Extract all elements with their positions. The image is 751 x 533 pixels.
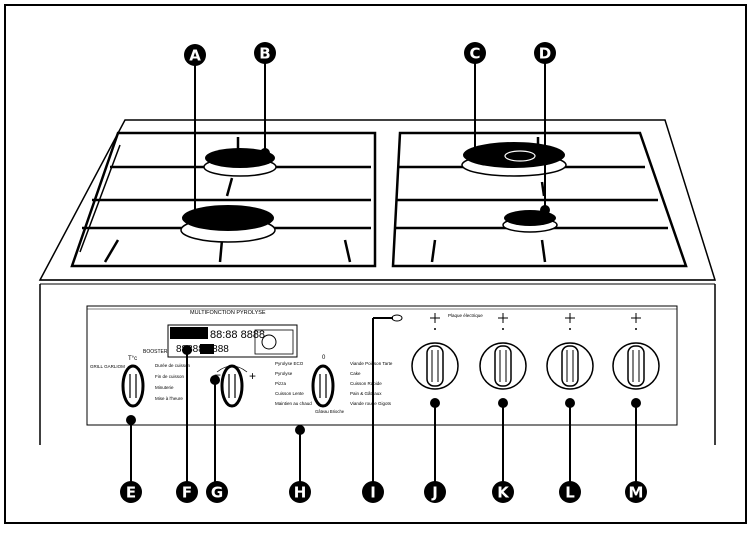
lcd-top-digits: 88:88 8888 [210, 329, 265, 341]
panel-label: Minuterie [155, 385, 174, 390]
hob-knobs [411, 313, 660, 390]
svg-text:B: B [259, 45, 270, 63]
indicator-light [391, 314, 403, 322]
callout-h: H [289, 481, 311, 503]
burner-position-icon [631, 313, 641, 330]
function-dial[interactable] [311, 364, 335, 408]
callout-f: F [176, 481, 198, 503]
cooktop [38, 119, 717, 285]
hob-knob-l[interactable] [546, 313, 594, 390]
panel-label: Maintien au chaud [275, 401, 312, 406]
svg-text:L: L [565, 484, 575, 502]
callout-k: K [492, 481, 514, 503]
callout-g: G [206, 481, 228, 503]
panel-label: Pyrolyse ECO [275, 361, 304, 366]
grill-label: GRILL GARLIOM [90, 364, 125, 369]
control-panel: MULTIFONCTION PYROLYSE BOOSTER T°c GRILL… [90, 310, 483, 414]
svg-text:D: D [539, 45, 551, 63]
burner-position-icon [565, 313, 575, 330]
callout-e: E [120, 481, 142, 503]
hob-icon-label: Plaque électrique [448, 313, 483, 318]
svg-text:J: J [431, 484, 438, 502]
temperature-dial[interactable] [121, 364, 145, 408]
callout-a: A [184, 44, 206, 66]
zero-label: 0 [322, 355, 326, 361]
panel-label: Fin de cuisson [155, 374, 185, 379]
panel-label: Mise à l'heure [155, 396, 183, 401]
panel-label: Cuisson Lente [275, 391, 304, 396]
mode-title: MULTIFONCTION PYROLYSE [190, 310, 266, 316]
svg-text:A: A [189, 47, 201, 65]
svg-text:K: K [497, 484, 510, 502]
panel-label: Durée de cuisson [155, 363, 191, 368]
panel-label: Cake [350, 371, 361, 376]
callout-j: J [424, 481, 446, 503]
plus-sign: + [249, 369, 256, 383]
burner-a [180, 205, 276, 243]
svg-text:H: H [294, 484, 307, 502]
svg-text:F: F [182, 484, 192, 502]
burner-d [502, 210, 558, 233]
callout-c: C [464, 42, 486, 64]
burner-position-icon [498, 313, 508, 330]
panel-label: Viande rouge Gigots [350, 401, 392, 406]
callout-i: I [362, 481, 384, 503]
panel-label: Viande Poisson Tarte [350, 361, 393, 366]
cabinet-front [39, 284, 716, 445]
booster-label: BOOSTER [143, 349, 168, 355]
panel-label: Pain & Gâteaux [350, 391, 382, 396]
hob-knob-k[interactable] [479, 313, 527, 390]
callout-l: L [559, 481, 581, 503]
svg-text:G: G [211, 484, 223, 502]
callout-b: B [254, 42, 276, 64]
callout-d: D [534, 42, 556, 64]
timer-dial[interactable]: − + [214, 364, 256, 408]
hotplate-c [461, 142, 567, 177]
minus-sign: − [214, 368, 221, 382]
burner-position-icon [430, 313, 440, 330]
func-bottom-label: Gâteau Brioche [315, 409, 345, 414]
callout-m: M [625, 481, 647, 503]
svg-text:M: M [629, 484, 644, 502]
hob-knob-m[interactable] [612, 313, 660, 390]
panel-label: Cuisson Rapide [350, 381, 382, 386]
svg-text:E: E [126, 484, 136, 502]
burner-b [203, 148, 277, 177]
callout-leaders [130, 58, 637, 490]
callout-labels: A B C D E F G H I J K L M [120, 42, 647, 503]
figure-frame [4, 4, 747, 524]
panel-label: Pizza [275, 381, 287, 386]
callout-dots [126, 148, 641, 435]
panel-label: Pyrolyse [275, 371, 293, 376]
hob-knob-j[interactable] [411, 313, 459, 390]
svg-text:C: C [469, 45, 480, 63]
temp-label: T°c [128, 356, 137, 362]
svg-text:I: I [370, 484, 376, 502]
left-pan-support [70, 131, 377, 268]
